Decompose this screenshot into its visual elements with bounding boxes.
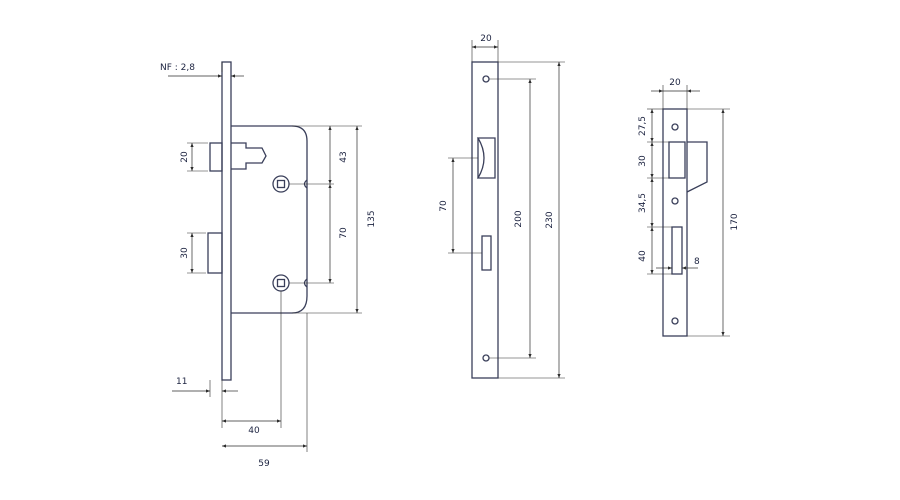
latch-mechanism	[231, 142, 267, 170]
strike-lip	[686, 141, 708, 193]
dead-bolt	[207, 232, 223, 274]
faceplate-width-label: 20	[480, 34, 492, 44]
lock-body-view: NF : 2,8 20 30 43 70 135 11 40 59	[160, 61, 377, 469]
faceplate-latch-opening	[476, 137, 496, 179]
faceplate-view: 20 70 200 230	[439, 34, 565, 379]
strike-latch-label: 30	[638, 155, 648, 167]
strike-latch-opening	[668, 141, 686, 179]
nf-thickness-label: NF : 2,8	[160, 63, 195, 73]
strike-screw-middle	[671, 197, 679, 205]
faceplate-length-label: 230	[545, 211, 555, 228]
hole-spacing-label: 70	[339, 227, 349, 239]
strike-plate-view: 20 27,5 30 34,5 40 8 170	[638, 78, 740, 337]
faceplate-screw-top	[482, 75, 490, 83]
strike-bolt-label: 40	[638, 250, 648, 262]
lock-faceplate-strip	[221, 61, 232, 381]
spindle-hole	[272, 175, 290, 193]
strike-middle-label: 34,5	[638, 193, 648, 213]
upper-spacing-label: 43	[339, 151, 349, 162]
strike-screw-top	[671, 123, 679, 131]
faceplate-outline	[471, 61, 499, 379]
spindle-square	[276, 179, 286, 189]
strike-width-label: 20	[669, 78, 681, 88]
lock-case	[231, 125, 308, 314]
faceplate-hole-spacing-label: 200	[514, 210, 524, 227]
body-height-label: 135	[367, 210, 377, 227]
offset-label: 11	[176, 377, 187, 387]
key-square	[276, 278, 286, 288]
body-depth-label: 59	[258, 459, 270, 469]
strike-screw-bottom	[671, 317, 679, 325]
latch-bolt	[209, 142, 223, 172]
faceplate-bolt-slot	[481, 235, 492, 271]
faceplate-screw-bottom	[482, 354, 490, 362]
strike-length-label: 170	[730, 213, 740, 230]
strike-bolt-opening	[671, 226, 683, 275]
backset-label: 40	[248, 426, 260, 436]
latch-height-label: 20	[180, 151, 190, 163]
key-hole	[272, 274, 290, 292]
strike-bolt-depth-label: 8	[694, 257, 700, 267]
bolt-height-label: 30	[180, 247, 190, 259]
strike-outline	[662, 108, 688, 337]
faceplate-opening-label: 70	[439, 200, 449, 212]
strike-top-offset-label: 27,5	[638, 116, 648, 136]
